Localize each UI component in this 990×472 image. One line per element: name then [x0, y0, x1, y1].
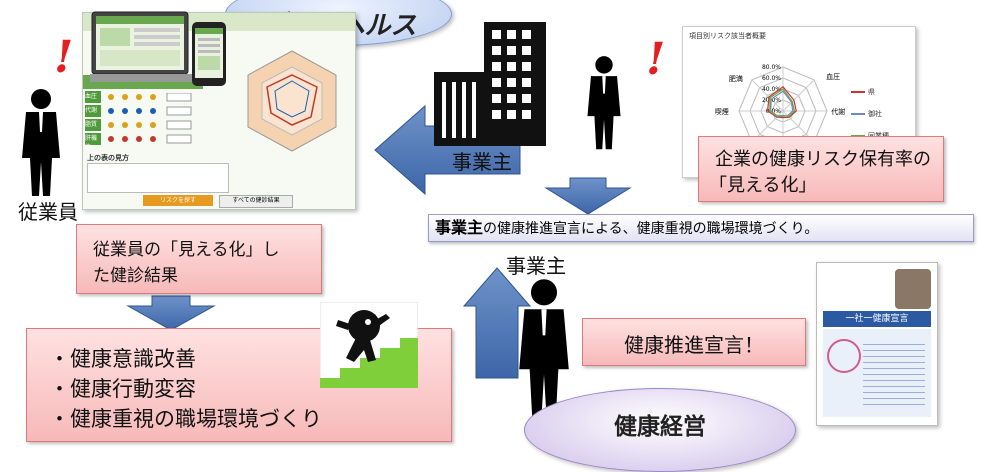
screenshot-row-1: 代謝	[85, 105, 101, 117]
radar-legend-swatch	[851, 113, 865, 115]
declaration-banner: 事業主の健康推進宣言による、健康重視の職場環境づくり。	[428, 214, 974, 242]
employer-label-mid: 事業主	[506, 254, 566, 278]
employee-label: 従業員	[18, 200, 78, 224]
exclamation-employer: !	[646, 34, 666, 85]
poster-header: 一社一健康宣言	[823, 311, 931, 327]
radar-axis-label: 血圧	[826, 72, 840, 81]
arrow-down-right	[544, 177, 632, 215]
health-management-ellipse: 健康経営	[524, 388, 796, 472]
screenshot-dots	[108, 93, 192, 144]
exclamation-employee: !	[54, 32, 74, 83]
radar-axis-label: 肥満	[729, 75, 743, 83]
radar-series-1	[770, 90, 794, 118]
screenshot-row-3: 肝機能	[85, 133, 101, 151]
outcome-item-2: ・健康行動変容	[49, 377, 196, 401]
radar-spoke	[751, 79, 784, 112]
declaration-box: 健康推進宣言！	[582, 318, 806, 366]
radar-tick-label: 60.0%	[762, 75, 781, 82]
checkup-line2: た健診結果	[93, 266, 178, 286]
arrow-up-center	[462, 267, 532, 379]
screenshot-row-0: 血圧	[85, 91, 101, 103]
outcome-item-3: ・健康重視の職場環境づくり	[49, 407, 322, 431]
employee-figure	[22, 89, 60, 196]
screenshot-row-2: 脂質	[85, 119, 101, 131]
office-building-icon	[434, 22, 546, 146]
radar-series-0	[766, 85, 797, 119]
radar-legend-label: 御社	[868, 110, 882, 118]
running-figure-image	[320, 302, 418, 388]
employer-figure-top	[587, 56, 621, 150]
poster-lines	[863, 339, 925, 409]
risk-visibility-box: 企業の健康リスク保有率の 「見える化」	[698, 136, 944, 202]
risk-visibility-line2: 「見える化」	[709, 175, 817, 196]
radar-tick-label: 80.0%	[762, 64, 781, 71]
poster-portrait	[895, 269, 931, 309]
risk-chart-title: 項目別リスク該当者概要	[689, 32, 766, 40]
laptop-and-phone	[90, 11, 226, 86]
radar-legend-swatch	[851, 91, 865, 93]
screenshot-all-button: すべての健診結果	[219, 195, 293, 208]
employer-label-top: 事業主	[452, 150, 512, 174]
poster-circle	[827, 339, 861, 373]
employer-figure-mid	[519, 279, 569, 419]
radar-axis-label: 喫煙	[715, 107, 729, 116]
banner-text: の健康推進宣言による、健康重視の職場環境づくり。	[483, 221, 819, 237]
radar-legend-item: 御社	[851, 109, 889, 119]
declaration-text: 健康推進宣言！	[624, 333, 764, 357]
risk-visibility-line1: 企業の健康リスク保有率の	[715, 149, 931, 170]
checkup-line1: 従業員の「見える化」し	[93, 240, 280, 260]
radar-legend-item: 県	[851, 87, 889, 97]
radar-legend-label: 県	[868, 88, 875, 96]
radar-tick-label: 40.0%	[762, 86, 781, 93]
checkup-result-box: 従業員の「見える化」し た健診結果	[76, 224, 322, 294]
radar-axis-label: 代謝	[831, 107, 845, 116]
declaration-poster: 一社一健康宣言	[816, 262, 938, 426]
screenshot-risk-button: リスクを探す	[143, 195, 213, 206]
banner-emphasis: 事業主	[435, 218, 484, 237]
radar-series-2	[769, 88, 796, 118]
radar-tick-label: 0.0%	[766, 108, 782, 115]
radar-spoke	[782, 79, 815, 112]
screenshot-legend-box	[87, 163, 229, 193]
health-management-text: 健康経営	[614, 414, 706, 440]
screenshot-legend-title: 上の表の見方	[87, 154, 129, 162]
arrow-down-left	[126, 295, 216, 331]
screenshot-radar	[247, 50, 337, 152]
outcome-item-1: ・健康意識改善	[49, 347, 196, 371]
